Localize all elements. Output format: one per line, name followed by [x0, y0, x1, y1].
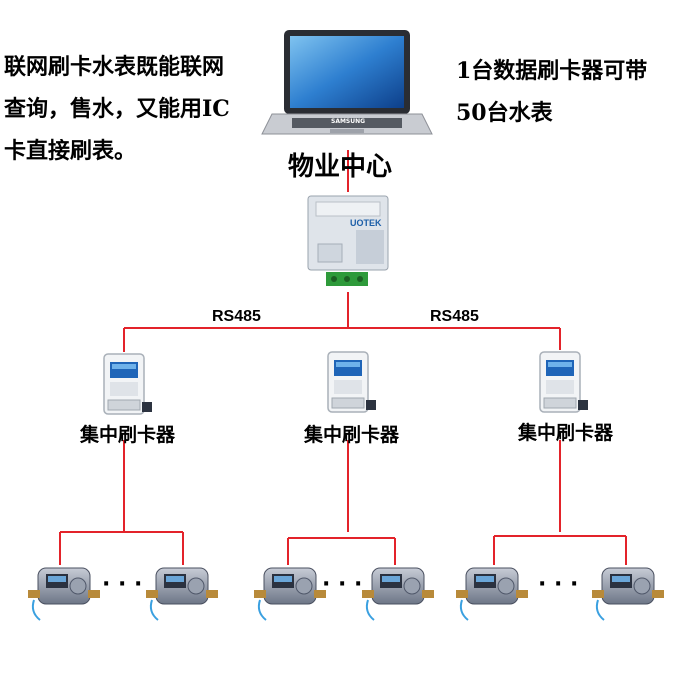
card-reader-icon-1: [103, 353, 153, 415]
rs485-wiring: [59, 150, 627, 565]
card-reader-icon-2: [327, 351, 377, 413]
center-label: 物业中心: [288, 152, 393, 182]
water-meter-icon: [145, 567, 219, 621]
card-reader-icon-3: [539, 351, 589, 413]
bus-label-right: RS485: [430, 308, 479, 325]
meter-ellipsis-3: · · ·: [538, 572, 579, 597]
converter-brand: UOTEK: [350, 218, 382, 228]
capacity-line-1: 1台数据刷卡器可带: [456, 58, 648, 84]
water-meter-icon: [27, 567, 101, 621]
water-meter-icon: [253, 567, 327, 621]
reader-label-1: 集中刷卡器: [80, 424, 176, 446]
laptop-icon: [261, 30, 433, 135]
intro-line-3: 卡直接刷表。: [4, 138, 137, 164]
laptop-brand: SAMSUNG: [331, 118, 366, 125]
rs485-converter-icon: [307, 195, 389, 286]
intro-text: 联网刷卡水表既能联网 查询，售水，又能用IC 卡直接刷表。: [4, 46, 230, 172]
intro-line-1: 联网刷卡水表既能联网: [4, 54, 225, 80]
reader-label-3: 集中刷卡器: [518, 422, 614, 444]
water-meter-icon: [591, 567, 665, 621]
meter-ellipsis-1: · · ·: [102, 572, 143, 597]
water-meter-icon: [455, 567, 529, 621]
bus-label-left: RS485: [212, 308, 261, 325]
reader-label-2: 集中刷卡器: [304, 424, 400, 446]
capacity-line-2: 50台水表: [456, 100, 553, 126]
water-meter-icon: [361, 567, 435, 621]
capacity-text: 1台数据刷卡器可带 50台水表: [456, 50, 647, 134]
intro-line-2: 查询，售水，又能用IC: [4, 96, 230, 122]
meter-ellipsis-2: · · ·: [322, 572, 363, 597]
